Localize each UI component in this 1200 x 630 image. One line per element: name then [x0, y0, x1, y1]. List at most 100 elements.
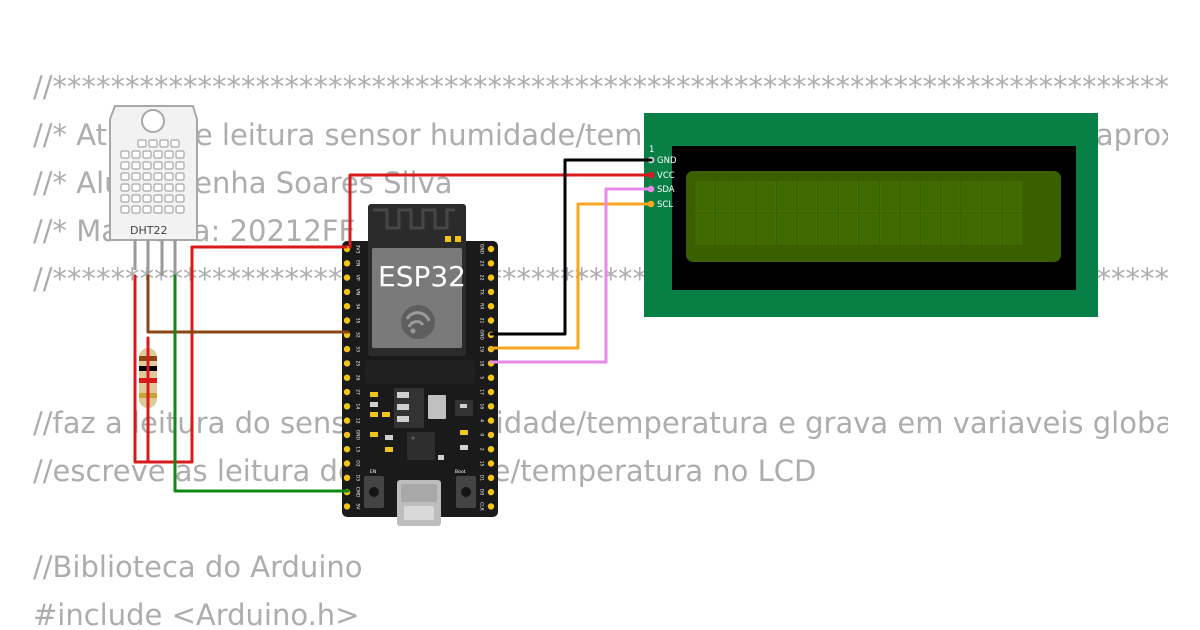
- grill-slot: [142, 205, 152, 214]
- esp32-pin-right[interactable]: [487, 388, 495, 396]
- lcd-module[interactable]: 1 GND VCC SDA SCL: [644, 113, 1098, 317]
- grill-slot: [137, 139, 147, 148]
- esp32-pin-left[interactable]: [343, 374, 351, 381]
- grill-slot: [120, 161, 130, 170]
- esp32-pin-left[interactable]: [343, 417, 351, 424]
- esp32-pin-right[interactable]: [487, 303, 495, 310]
- module-smd-2: [455, 236, 461, 242]
- lcd-char-cell: [798, 213, 817, 245]
- lcd-pin1-label: 1: [649, 145, 654, 155]
- boot-button[interactable]: [456, 476, 476, 508]
- esp32-pin-right[interactable]: [487, 317, 495, 324]
- grill-slot: [153, 172, 163, 181]
- esp32-board[interactable]: ESP32 EN Boot: [342, 204, 498, 526]
- micro-usb-port[interactable]: [397, 480, 441, 526]
- esp32-pin-right[interactable]: [487, 503, 495, 510]
- lcd-char-cell: [941, 181, 961, 213]
- wire-dht-vcc[interactable]: [133, 245, 348, 464]
- esp32-pin-right[interactable]: [487, 245, 495, 253]
- esp32-pin-label-right: 4: [478, 419, 484, 422]
- esp32-pin-right[interactable]: [487, 274, 495, 281]
- rf-shield: [372, 248, 462, 348]
- dht22-mount-hole: [141, 109, 165, 133]
- wire-lcd-sda[interactable]: [489, 187, 653, 364]
- esp32-pin-label-left: VN: [354, 289, 360, 296]
- wire-lcd-scl[interactable]: [489, 202, 653, 350]
- esp32-pin-right[interactable]: [487, 417, 495, 424]
- lcd-char-cell: [695, 213, 715, 245]
- esp32-pin-left[interactable]: [343, 431, 351, 439]
- lcd-char-cell: [716, 213, 735, 245]
- esp32-pin-left[interactable]: [343, 288, 351, 296]
- wire-dht-gnd[interactable]: [173, 274, 350, 493]
- lcd-char-cell: [880, 181, 899, 213]
- wire-dht-data[interactable]: [146, 274, 350, 334]
- lcd-char-cell: [1003, 181, 1022, 213]
- grill-slot: [164, 194, 174, 203]
- esp32-pin-label-right: 17: [478, 389, 484, 395]
- lcd-char-cell: [1003, 213, 1022, 245]
- module-castellation: [365, 360, 475, 384]
- esp32-pin-left[interactable]: [343, 345, 351, 353]
- esp32-pin-right[interactable]: [487, 446, 495, 453]
- esp32-pin-left[interactable]: [343, 260, 351, 267]
- esp32-pin-left[interactable]: [343, 403, 351, 410]
- wire-lcd-gnd[interactable]: [489, 158, 653, 336]
- esp32-pin-left[interactable]: [343, 388, 351, 396]
- grill-slot: [120, 150, 130, 159]
- esp32-pin-right[interactable]: [487, 288, 495, 296]
- grill-slot: [153, 183, 163, 192]
- esp32-pin-right[interactable]: [487, 460, 495, 467]
- grill-slot: [164, 150, 174, 159]
- esp32-pin-label-left: 3V3: [354, 245, 360, 254]
- esp32-pin-label-left: EN: [354, 260, 360, 266]
- esp32-pin-left[interactable]: [343, 474, 351, 481]
- esp32-pin-left[interactable]: [343, 460, 351, 467]
- wire-lcd-vcc[interactable]: [348, 173, 653, 249]
- lcd-pin-vcc-label: VCC: [657, 171, 675, 181]
- lcd-char-cell: [921, 181, 940, 213]
- grill-slot: [175, 194, 185, 203]
- esp32-pin-label-left: D3: [354, 475, 360, 482]
- esp32-pin-left[interactable]: [343, 360, 351, 367]
- lcd-char-cell: [839, 181, 858, 213]
- esp32-pin-right[interactable]: [487, 260, 495, 267]
- grill-slot: [164, 172, 174, 181]
- esp32-pin-left[interactable]: [343, 317, 351, 324]
- esp32-pin-left[interactable]: [343, 303, 351, 310]
- esp32-pin-label-left: 35: [354, 318, 360, 324]
- esp32-pin-right[interactable]: [487, 431, 495, 439]
- esp32-pin-right[interactable]: [487, 488, 495, 496]
- grill-slot: [131, 194, 141, 203]
- grill-slot: [164, 205, 174, 214]
- grill-slot: [153, 150, 163, 159]
- en-button[interactable]: [364, 476, 384, 508]
- lcd-char-cell: [798, 181, 817, 213]
- esp32-pin-right[interactable]: [487, 403, 495, 410]
- esp32-pin-right[interactable]: [487, 374, 495, 381]
- lcd-char-cell: [839, 213, 858, 245]
- grill-slot: [153, 205, 163, 214]
- lcd-char-cell: [921, 213, 940, 245]
- lcd-char-cell: [777, 213, 797, 245]
- esp32-pin-label-left: 13: [354, 446, 360, 452]
- lcd-char-cell: [757, 213, 776, 245]
- esp32-pin-label-left: VP: [354, 275, 360, 281]
- lcd-char-cell: [736, 213, 756, 245]
- lcd-char-cell: [736, 181, 756, 213]
- esp32-pin-left[interactable]: [343, 274, 351, 281]
- lcd-char-cell: [962, 181, 981, 213]
- boot-label: Boot: [455, 469, 466, 475]
- grill-slot: [175, 205, 185, 214]
- grill-slot: [120, 183, 130, 192]
- grill-slot: [131, 161, 141, 170]
- esp32-pin-right[interactable]: [487, 474, 495, 481]
- diode: [428, 395, 446, 419]
- dht22-sensor[interactable]: DHT22: [109, 105, 198, 276]
- esp32-pin-left[interactable]: [343, 503, 351, 510]
- code-line: //**************************************…: [33, 70, 1168, 104]
- esp32-pin-left[interactable]: [343, 446, 351, 453]
- lcd-character-grid: [695, 181, 1022, 245]
- lcd-char-cell: [900, 213, 920, 245]
